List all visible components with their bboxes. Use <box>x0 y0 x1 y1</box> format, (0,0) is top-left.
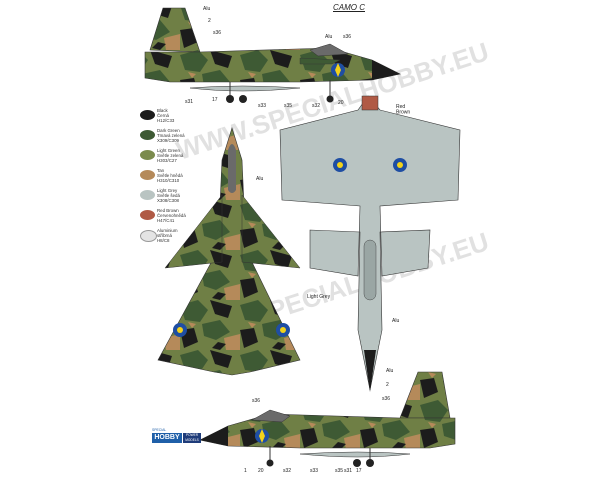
top-canopy <box>228 144 236 193</box>
bottom-nose <box>364 350 376 392</box>
canopy-2 <box>251 409 291 423</box>
exhaust <box>361 95 379 111</box>
top-canard-right <box>241 194 301 269</box>
callout-light-grey: Light Grey <box>307 294 331 300</box>
tail-fin-2 <box>399 371 451 419</box>
main-wheel <box>226 95 234 103</box>
top-view: Alu <box>157 126 301 376</box>
legend-label: Light Grey Světle šedá X308/C308 <box>157 188 180 203</box>
callout-s32: s32 <box>312 103 320 109</box>
callout-alu-top: Alu <box>256 176 263 182</box>
callout-s36-2: s36 <box>343 34 351 40</box>
callout-s36: s36 <box>213 30 221 36</box>
legend-swatch <box>140 150 155 160</box>
brand-logo: HOBBY <box>152 433 182 443</box>
callout-alu-3: Alu <box>386 368 393 374</box>
legend-label: Tan Světle hnědá H310/C310 <box>157 168 183 183</box>
top-canard-left <box>164 194 223 269</box>
fuselage <box>144 47 401 83</box>
legend-label: Dark Green Tmavá zelená X309/C309 <box>157 128 185 143</box>
bottom-tank <box>363 239 377 301</box>
legend-swatch <box>140 190 155 200</box>
callout-20: 20 <box>338 100 344 106</box>
callout-s36-3: s36 <box>382 396 390 402</box>
nose-cone <box>372 60 400 80</box>
callout-17-b: 17 <box>356 468 362 474</box>
side-profile-bottom: Alu 2 s36 s36 1 20 s32 s33 s35 s31 17 <box>199 368 456 474</box>
nose-wheel <box>326 95 334 103</box>
callout-alu-2: Alu <box>325 34 332 40</box>
tail-fin <box>149 7 201 53</box>
legend-swatch <box>140 170 155 180</box>
callout-alu-bottom: Alu <box>392 318 399 324</box>
callout-s31-b: s31 <box>344 468 352 474</box>
callout-17: 17 <box>212 97 218 103</box>
callout-1: 1 <box>244 468 247 474</box>
drop-tank-2 <box>299 451 411 458</box>
callout-s33: s33 <box>258 103 266 109</box>
page-title: CAMO C <box>333 3 365 12</box>
side-profile-top: Alu 2 s36 Alu s36 s31 17 s33 s35 s32 20 <box>144 6 401 109</box>
callout-alu: Alu <box>203 6 210 12</box>
drop-tank <box>189 85 301 92</box>
callout-2-b: 2 <box>386 382 389 388</box>
callout-31: s31 <box>185 99 193 105</box>
legend-label: Aluminium stříbrná H8/C8 <box>157 228 178 243</box>
legend-label: Red Brown Červenohnědá H47/C41 <box>157 208 186 223</box>
brand-tagline: SPECIAL <box>152 428 167 432</box>
legend-label: Light Green Světle zelená H303/C27 <box>157 148 184 163</box>
callout-20-b: 20 <box>258 468 264 474</box>
fuselage-2 <box>199 413 456 449</box>
legend-swatch <box>140 130 155 140</box>
callout-s33-b: s33 <box>310 468 318 474</box>
legend-swatch <box>140 110 155 120</box>
canopy <box>309 43 349 57</box>
callout-s32-b: s32 <box>283 468 291 474</box>
legend-swatch <box>140 210 155 220</box>
callout-s36-4: s36 <box>252 398 260 404</box>
partner-logo: POWER MODELS <box>183 433 201 443</box>
legend-label: Black Černá H12/C33 <box>157 108 175 123</box>
legend-swatch <box>140 230 157 242</box>
canard <box>299 57 341 65</box>
callout-s35-b: s35 <box>335 468 343 474</box>
callout-2: 2 <box>208 18 211 24</box>
nose-cone-2 <box>200 426 228 446</box>
callout-s35: s35 <box>284 103 292 109</box>
